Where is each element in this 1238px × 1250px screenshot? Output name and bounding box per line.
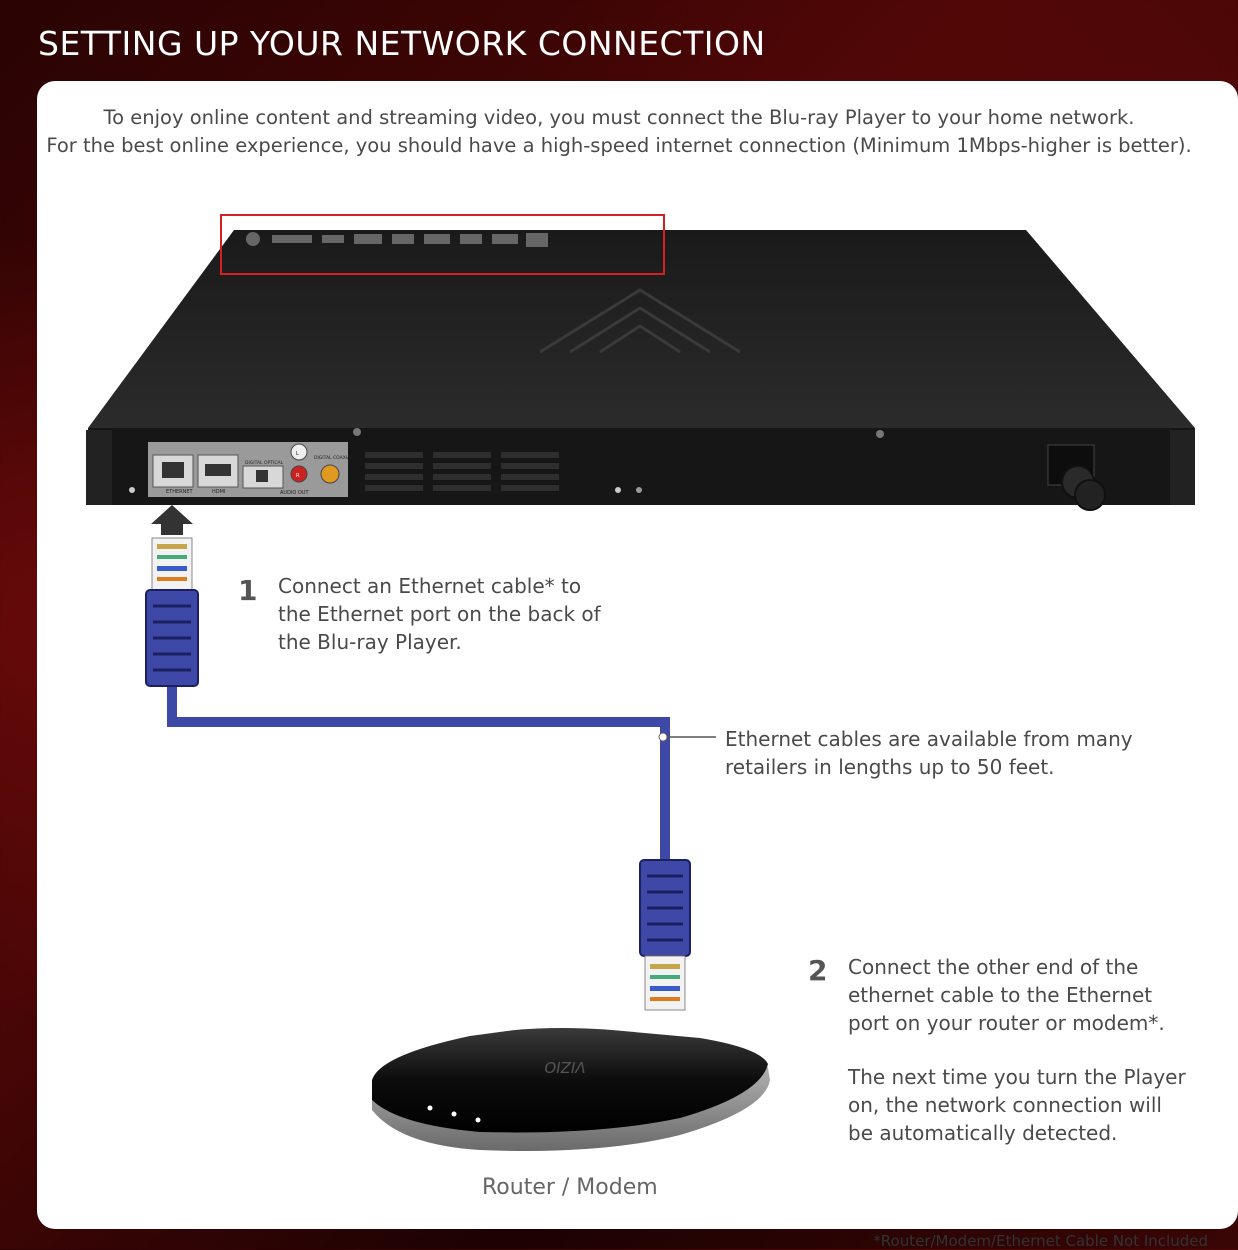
coaxial-port[interactable] [320,464,340,484]
router-light-icon [427,1105,433,1111]
step-2-line: ethernet cable to the Ethernet [848,983,1153,1007]
screw-icon [353,428,361,436]
step-1-line: Connect an Ethernet cable* to [278,574,582,598]
right-mount-bracket [1170,430,1195,505]
hdmi-port-socket [205,464,231,476]
screw-icon [876,430,884,438]
router-label: Router / Modem [482,1175,658,1200]
cable-note-line: Ethernet cables are available from many [725,727,1133,751]
coaxial-port-label: DIGITAL COAXIAL [314,455,353,461]
hdmi-port-label: HDMI [212,489,225,495]
audio-r-label: R [296,473,300,479]
left-mount-bracket [86,430,112,505]
intro-line-2: For the best online experience, you shou… [46,134,1192,157]
step-2-number: 2 [808,954,828,987]
certification-logos [246,232,548,247]
router-top [372,1028,768,1133]
ethernet-port-socket [162,462,184,478]
audio-l-label: L [296,451,299,457]
page-title: SETTING UP YOUR NETWORK CONNECTION [38,24,766,63]
player-back-panel [88,428,1195,505]
highlight-box [220,214,665,275]
ethernet-plug-bottom [639,859,691,1011]
router-logo: VIZIO [544,1058,585,1076]
step-2-line: port on your router or modem*. [848,1011,1165,1035]
audio-out-label: AUDIO OUT [280,490,310,496]
router-light-icon [451,1111,457,1117]
step-2-line: Connect the other end of the [848,955,1139,979]
power-cord [1047,444,1106,511]
step-2-note-line: on, the network connection will [848,1093,1162,1117]
step-2-text: Connect the other end of the ethernet ca… [848,953,1186,1147]
step-1-line: the Blu-ray Player. [278,630,462,654]
callout-dot [658,732,668,742]
ethernet-cable [167,685,670,862]
up-arrow-icon [151,505,193,535]
cable-note: Ethernet cables are available from many … [725,725,1133,781]
ethernet-plug-top [145,537,199,687]
step-1-text: Connect an Ethernet cable* to the Ethern… [278,572,601,656]
vent-grille [365,452,559,491]
audio-r-port[interactable] [290,465,308,483]
intro-line-1: To enjoy online content and streaming vi… [103,106,1135,129]
screw-icon [129,487,135,493]
optical-port-label: DIGITAL OPTICAL [245,460,284,466]
footnote: *Router/Modem/Ethernet Cable Not Include… [873,1232,1208,1250]
step-1-number: 1 [238,574,258,607]
cable-note-line: retailers in lengths up to 50 feet. [725,755,1055,779]
audio-l-port[interactable] [290,443,308,461]
blu-ray-player: ETHERNET HDMI DIGITAL OPTICAL DIGITAL CO… [86,214,1195,511]
vizio-v-logo [539,288,741,354]
ethernet-port-label: ETHERNET [166,489,194,495]
step-2-note-line: The next time you turn the Player [848,1065,1186,1089]
screw-icon [615,487,621,493]
step-2-note-line: be automatically detected. [848,1121,1118,1145]
player-top-surface [88,230,1195,428]
screw-icon [636,487,642,493]
optical-port-socket [256,470,268,482]
step-1-line: the Ethernet port on the back of [278,602,601,626]
router-light-icon [475,1117,481,1123]
router-modem: VIZIO [372,1028,770,1151]
